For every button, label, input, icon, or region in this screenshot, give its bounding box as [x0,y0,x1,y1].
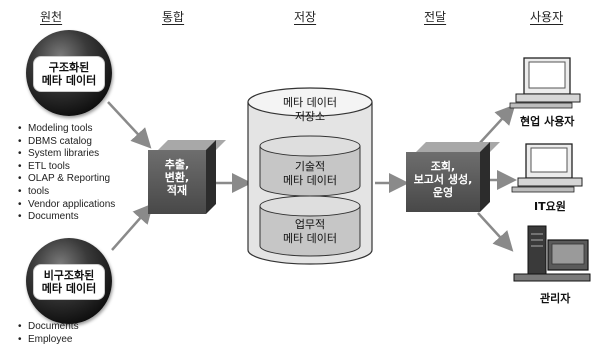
unstructured-sources-list: Documents Employee [18,321,79,346]
admin-label: 관리자 [540,292,571,305]
business-line1: 업무적 [294,218,326,231]
list-item: Vendor applications [18,199,115,212]
arrow-delivery-to-business [477,104,516,146]
business-user-label: 현업 사용자 [520,115,575,128]
list-item: Documents [18,321,79,334]
arrow-structured-to-etl [107,101,152,149]
etl-line3: 적재 [166,184,188,197]
list-item: System libraries [18,148,115,161]
arrow-unstructured-to-etl [111,203,154,251]
technical-line1: 기술적 [294,160,326,173]
etl-line1: 추출, [164,158,190,171]
repository-title: 메타 데이터 저장소 [262,96,358,124]
business-metadata-label: 업무적 메타 데이터 [262,218,358,246]
list-item: Documents [18,211,115,224]
business-user-computer-icon [509,57,581,109]
structured-metadata-label: 구조화된 메타 데이터 [33,56,105,92]
list-item: Employee [18,334,79,347]
it-staff-computer-icon [511,143,583,193]
structured-line1: 구조화된 [48,61,90,74]
delivery-label: 조회, 보고서 생성, 운영 [406,160,480,199]
repository-title-line2: 저장소 [294,110,326,123]
unstructured-metadata-label: 비구조화된 메타 데이터 [33,264,105,300]
repository-cylinder [247,87,373,265]
header-store: 저장 [294,10,317,24]
etl-box: 추출, 변환, 적재 [148,140,226,214]
unstructured-line1: 비구조화된 [43,269,95,282]
structured-line2: 메타 데이터 [41,74,97,87]
structured-sources-list: Modeling tools DBMS catalog System libra… [18,123,115,224]
list-item: OLAP & Reporting [18,173,115,186]
business-line2: 메타 데이터 [282,232,338,245]
header-source: 원천 [40,10,63,24]
header-users: 사용자 [530,10,564,24]
header-deliver: 전달 [424,10,447,24]
unstructured-metadata-sphere: 비구조화된 메타 데이터 [26,238,112,324]
etl-line2: 변환, [164,171,190,184]
delivery-line2: 보고서 생성, [413,173,473,186]
list-item: ETL tools [18,161,115,174]
list-item-continuation: tools [18,186,115,199]
list-item: Modeling tools [18,123,115,136]
technical-line2: 메타 데이터 [282,174,338,187]
etl-label: 추출, 변환, 적재 [148,158,206,197]
unstructured-line2: 메타 데이터 [41,282,97,295]
it-staff-label: IT요원 [534,200,566,213]
structured-metadata-sphere: 구조화된 메타 데이터 [26,30,112,116]
admin-server-icon [513,225,591,282]
arrow-delivery-to-admin [477,212,514,252]
delivery-box: 조회, 보고서 생성, 운영 [406,142,500,212]
delivery-line1: 조회, [430,160,456,173]
list-item: DBMS catalog [18,136,115,149]
delivery-line3: 운영 [432,186,454,199]
technical-metadata-label: 기술적 메타 데이터 [262,160,358,188]
repository-title-line1: 메타 데이터 [282,96,338,109]
header-integrate: 통합 [162,10,185,24]
